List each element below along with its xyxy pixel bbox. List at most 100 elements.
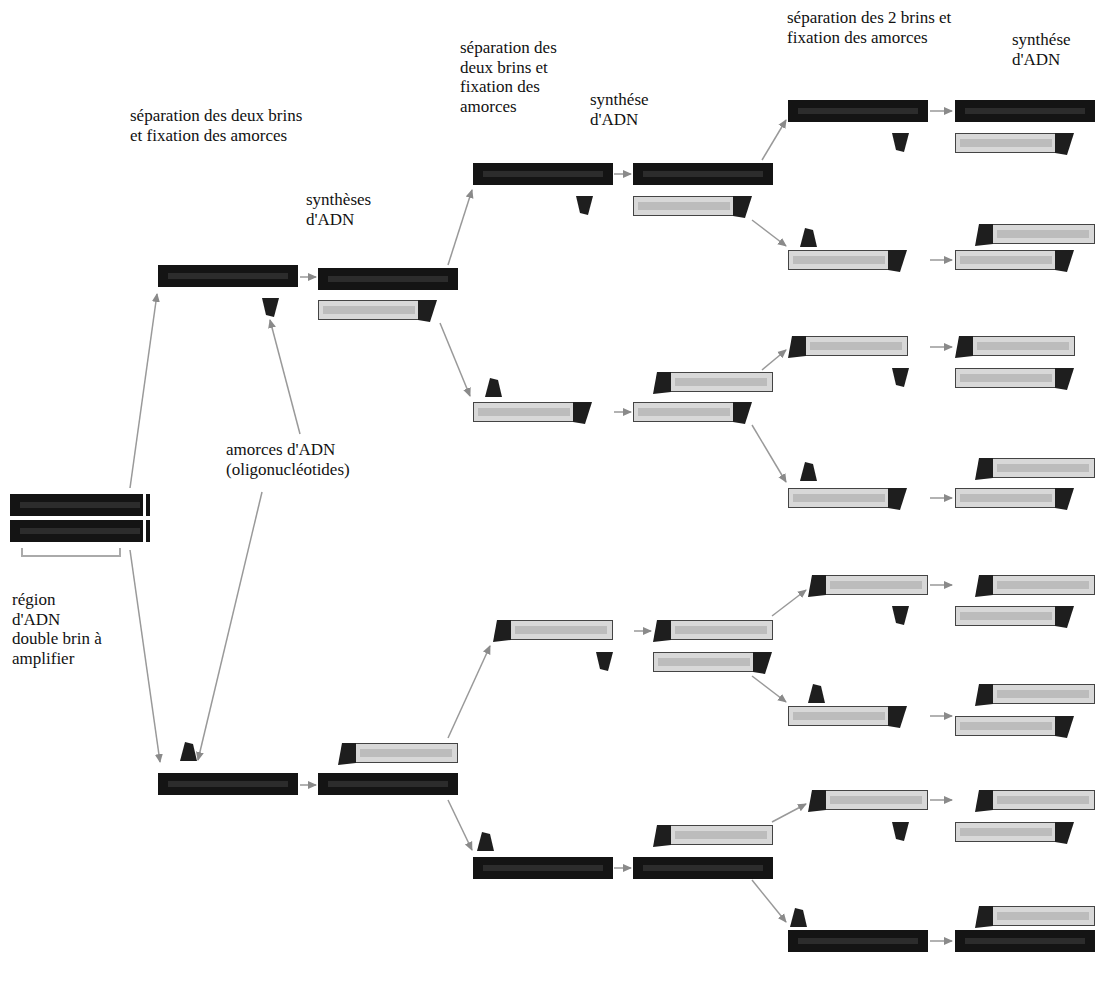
dna-strand xyxy=(318,773,458,795)
new-strand xyxy=(808,575,928,597)
cycle-1 xyxy=(158,265,458,795)
arrow xyxy=(930,110,952,112)
arrow xyxy=(772,804,806,822)
leader-line xyxy=(270,320,300,434)
new-strand xyxy=(975,458,1095,480)
dna-strand xyxy=(955,100,1095,122)
step-label: séparation des deux brins et fixation de… xyxy=(130,106,310,145)
primer xyxy=(477,832,494,851)
primer xyxy=(485,378,502,397)
arrow xyxy=(614,173,631,175)
primer xyxy=(892,606,909,625)
new-strand xyxy=(789,488,908,510)
new-strand xyxy=(653,825,773,847)
region-bracket xyxy=(22,548,120,556)
step-label: synthèses d'ADN xyxy=(306,190,396,229)
arrow xyxy=(614,411,631,413)
arrow xyxy=(930,715,952,717)
arrow xyxy=(930,799,952,801)
new-strand xyxy=(975,790,1095,812)
region-label: région d'ADN double brin à amplifier xyxy=(12,590,104,668)
dna-strand xyxy=(473,163,613,185)
arrow xyxy=(930,497,952,499)
primer xyxy=(790,908,807,927)
new-strand xyxy=(956,822,1075,844)
new-strand xyxy=(474,402,593,424)
arrow xyxy=(130,550,160,762)
new-strand xyxy=(789,706,908,728)
new-strand xyxy=(956,606,1075,628)
new-strand xyxy=(493,620,613,642)
new-strand xyxy=(956,716,1075,738)
dna-strand xyxy=(633,163,773,185)
new-strand xyxy=(654,652,773,674)
new-strand xyxy=(808,790,928,812)
dna-strand xyxy=(633,857,773,879)
step-label: synthése d'ADN xyxy=(590,90,674,129)
arrow xyxy=(752,676,786,702)
dna-strand xyxy=(473,857,613,879)
arrow xyxy=(752,425,786,482)
primer xyxy=(262,298,279,317)
step-label: synthése d'ADN xyxy=(1012,30,1098,69)
new-strand xyxy=(634,196,753,218)
arrow xyxy=(930,259,952,261)
arrow xyxy=(634,630,651,632)
arrow xyxy=(930,584,952,586)
new-strand xyxy=(634,402,753,424)
arrow xyxy=(448,646,490,738)
original-dna xyxy=(10,494,150,556)
arrow xyxy=(930,940,952,942)
new-strand xyxy=(975,224,1095,246)
dna-strand xyxy=(158,773,298,795)
dna-strand xyxy=(788,100,928,122)
dna-strand xyxy=(10,494,150,516)
arrow xyxy=(752,880,786,922)
dna-strand xyxy=(158,265,298,287)
primer xyxy=(892,822,909,841)
new-strand xyxy=(956,488,1075,510)
primer xyxy=(892,133,909,152)
primer xyxy=(892,368,909,387)
arrow xyxy=(130,294,157,488)
arrow xyxy=(614,867,631,869)
arrow xyxy=(300,784,316,786)
arrow xyxy=(772,590,806,616)
primer-label: amorces d'ADN (oligonucléotides) xyxy=(226,440,426,479)
cycle-2 xyxy=(473,163,773,879)
new-strand xyxy=(975,684,1095,706)
arrow xyxy=(300,276,316,278)
arrow xyxy=(762,350,786,370)
primer xyxy=(800,462,817,481)
dna-strand xyxy=(10,520,150,542)
arrow xyxy=(930,346,952,348)
new-strand xyxy=(975,575,1095,597)
primer xyxy=(596,652,613,671)
dna-strand xyxy=(955,930,1095,952)
new-strand xyxy=(788,336,908,358)
primer xyxy=(180,742,197,761)
primer xyxy=(808,684,825,703)
dna-strand xyxy=(788,930,928,952)
new-strand xyxy=(955,336,1075,358)
new-strand xyxy=(956,250,1075,272)
primer xyxy=(800,228,817,247)
primer xyxy=(576,196,593,215)
process-arrows xyxy=(130,111,952,941)
new-strand xyxy=(319,300,438,322)
strand-mark xyxy=(143,494,146,542)
new-strand xyxy=(956,368,1075,390)
arrow xyxy=(752,220,786,246)
cycle-3 xyxy=(788,100,1095,952)
step-label: séparation des deux brins et fixation de… xyxy=(460,38,582,116)
new-strand xyxy=(956,133,1075,155)
arrow xyxy=(762,120,786,160)
new-strand xyxy=(789,250,908,272)
arrow xyxy=(440,323,470,396)
arrow xyxy=(448,190,472,265)
leader-line xyxy=(198,492,262,760)
new-strand xyxy=(653,372,773,394)
dna-strand xyxy=(318,268,458,290)
